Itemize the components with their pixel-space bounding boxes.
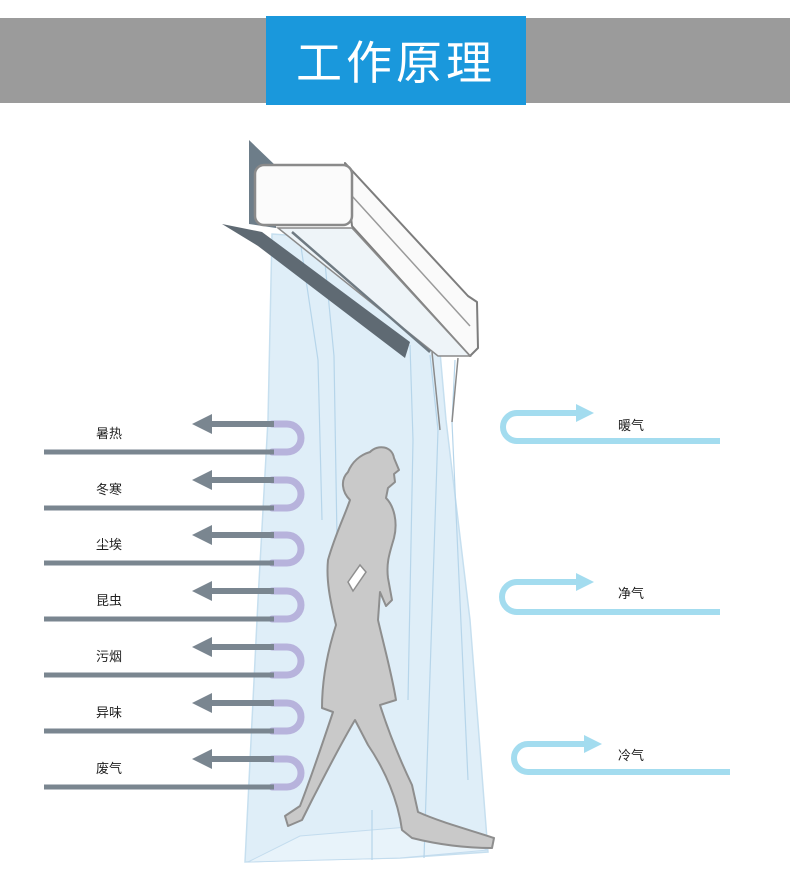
outside-label: 污烟 (96, 650, 122, 665)
mount-shadow (222, 224, 410, 358)
vent-grille (291, 231, 431, 353)
blocked-row-1: 暑热 (44, 414, 305, 456)
woman-figure (284, 446, 495, 849)
flow-streak (407, 344, 414, 701)
turn-curve (268, 643, 305, 679)
blocked-row-6: 异味 (44, 693, 305, 735)
inside-row-2: 净气 (499, 573, 720, 615)
curtain-body-edge (351, 195, 471, 327)
arrow-head-right (576, 404, 594, 422)
arrow-head-right (584, 735, 602, 753)
blocked-row-2: 冬寒 (44, 470, 305, 512)
turn-curve (268, 699, 305, 735)
arrow-head-left (192, 525, 212, 545)
inside-label: 暖气 (618, 418, 644, 434)
page-title: 工作原理 (296, 36, 496, 90)
inside-row-1: 暖气 (500, 404, 720, 444)
inside-flow-arrow (499, 579, 720, 615)
blocked-row-7: 废气 (44, 749, 305, 791)
inside-label: 净气 (618, 586, 644, 602)
turn-curve (268, 755, 305, 791)
inside-label: 冷气 (618, 748, 644, 764)
arrow-head-left (192, 637, 212, 657)
arrow-head-left (192, 414, 212, 434)
arrow-head-left (192, 693, 212, 713)
turn-curve (268, 531, 305, 567)
flow-streak (321, 231, 339, 601)
arm-gap (347, 563, 367, 593)
outside-label: 废气 (96, 761, 122, 777)
arrow-head-left (192, 470, 212, 490)
outside-label: 暑热 (96, 427, 122, 442)
inside-flow-arrow (500, 410, 720, 444)
inside-row-3: 冷气 (511, 735, 730, 775)
curtain-body (344, 162, 479, 357)
turn-curve (268, 420, 305, 456)
person-silhouette (284, 446, 495, 849)
outside-label: 冬寒 (96, 482, 122, 498)
flow-streak (423, 354, 439, 859)
turn-curve (268, 587, 305, 623)
arrow-head-left (192, 749, 212, 769)
curtain-front-face (253, 163, 354, 227)
blocked-row-5: 污烟 (44, 637, 305, 679)
blocked-row-3: 尘埃 (44, 525, 305, 567)
title-box (266, 16, 526, 105)
outside-label: 尘埃 (96, 538, 122, 553)
turn-curve (268, 476, 305, 512)
air-curtain-device (222, 140, 479, 431)
hanging-bracket (431, 351, 459, 431)
arrow-head-left (192, 581, 212, 601)
header: 工作原理 (0, 16, 790, 105)
outside-label: 昆虫 (96, 594, 122, 609)
blocked-row-4: 昆虫 (44, 581, 305, 623)
arrow-head-right (576, 573, 594, 591)
inside-flow-arrow (511, 741, 730, 775)
outside-label: 异味 (96, 706, 122, 721)
